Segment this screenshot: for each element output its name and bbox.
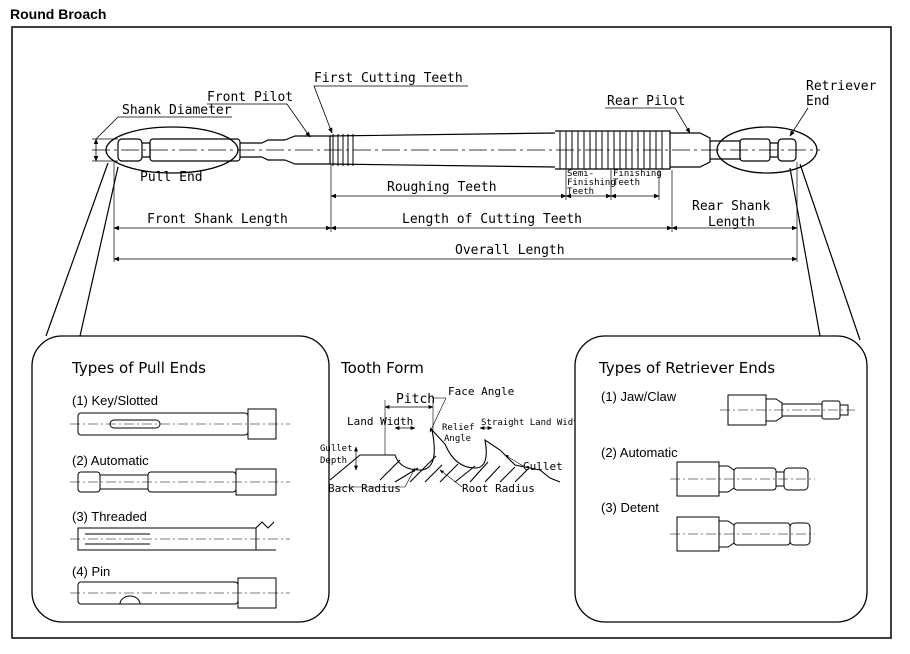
rear-pilot-label: Rear Pilot	[607, 94, 685, 109]
pull-ends-panel	[31, 335, 330, 623]
extension-lines	[113, 162, 798, 262]
shank-diameter-label: Shank Diameter	[122, 103, 232, 118]
pull-ends-heading: Types of Pull Ends	[71, 359, 206, 377]
semi-finishing-label-3: Teeth	[567, 187, 594, 197]
pull-end-drawings	[70, 408, 290, 609]
first-cutting-teeth-label: First Cutting Teeth	[314, 71, 463, 86]
semi-finishing-label-1: Semi-	[567, 169, 594, 179]
semi-finishing-label-2: Finishing	[567, 178, 616, 188]
retriever-end-callout	[716, 126, 818, 174]
retriever-ends-heading: Types of Retriever Ends	[598, 359, 775, 377]
pull-end-item-1: (1) Key/Slotted	[72, 393, 158, 408]
root-radius-label: Root Radius	[462, 482, 535, 495]
rear-shank-length-label-2: Length	[708, 215, 755, 230]
pull-end-item-2: (2) Automatic	[72, 453, 149, 468]
retriever-end-label-2: End	[806, 94, 829, 109]
front-pilot-label: Front Pilot	[207, 90, 293, 105]
retriever-end-label-1: Retriever	[806, 79, 877, 94]
page-title: Round Broach	[10, 6, 106, 22]
retriever-end-item-2: (2) Automatic	[601, 445, 678, 460]
tooth-form-heading: Tooth Form	[340, 359, 424, 377]
roughing-teeth-label: Roughing Teeth	[387, 180, 497, 195]
pull-end-callout	[105, 126, 239, 174]
land-width-label: Land Width	[347, 415, 413, 428]
gullet-label: Gullet	[523, 460, 563, 473]
retriever-end-item-3: (3) Detent	[601, 500, 659, 515]
pull-end-item-4: (4) Pin	[72, 564, 110, 579]
finishing-label-2: Teeth	[613, 178, 640, 188]
length-of-cutting-teeth-label: Length of Cutting Teeth	[402, 212, 582, 227]
retriever-end-item-1: (1) Jaw/Claw	[601, 389, 677, 404]
front-shank-length-label: Front Shank Length	[147, 212, 288, 227]
retriever-end-drawings	[670, 394, 855, 552]
gullet-depth-label-2: Depth	[320, 456, 347, 466]
gullet-depth-label-1: Gullet	[320, 444, 353, 454]
rear-shank-length-label-1: Rear Shank	[692, 199, 770, 214]
relief-angle-label-2: Angle	[444, 434, 471, 444]
pull-end-label: Pull End	[140, 170, 203, 185]
face-angle-label: Face Angle	[448, 385, 514, 398]
straight-land-width-label: Straight Land Width	[481, 418, 584, 428]
relief-angle-label-1: Relief	[442, 423, 475, 433]
outer-frame	[11, 26, 892, 639]
finishing-label-1: Finishing	[613, 169, 662, 179]
back-radius-label: Back Radius	[328, 482, 401, 495]
tooth-form-drawing	[329, 428, 561, 483]
overall-length-label: Overall Length	[455, 243, 565, 258]
pull-end-item-3: (3) Threaded	[72, 509, 147, 524]
pitch-label: Pitch	[396, 392, 435, 407]
